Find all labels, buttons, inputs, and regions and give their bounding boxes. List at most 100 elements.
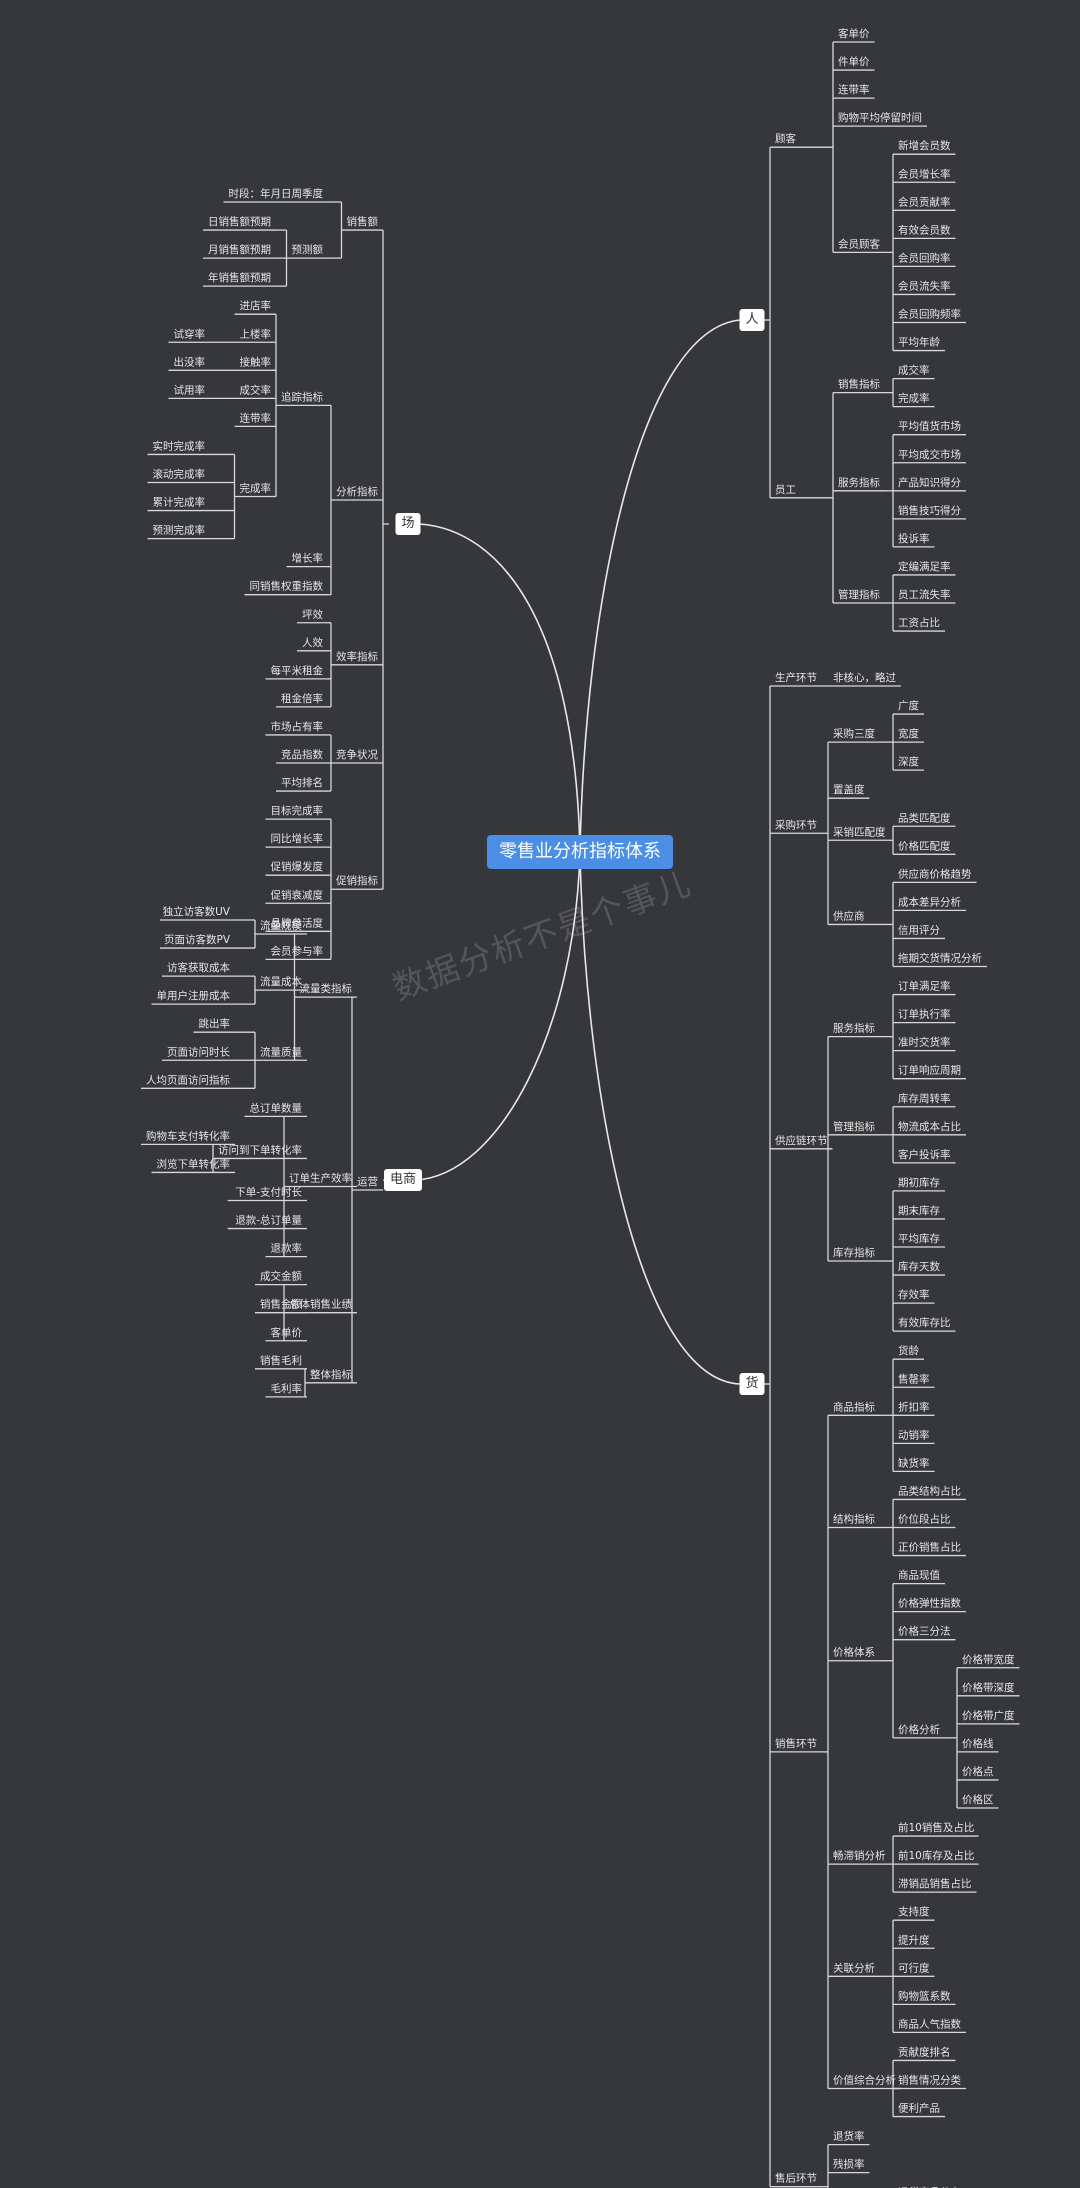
node-label[interactable]: 总订单数量 bbox=[250, 1101, 303, 1114]
node-label[interactable]: 购物平均停留时间 bbox=[838, 111, 922, 124]
node-label[interactable]: 平均排名 bbox=[281, 776, 323, 789]
branch-dianshang[interactable]: 电商 bbox=[383, 1169, 423, 1191]
node-label[interactable]: 客户投诉率 bbox=[898, 1148, 951, 1161]
node-label[interactable]: 销售指标 bbox=[838, 378, 880, 391]
node-label[interactable]: 运营 bbox=[357, 1175, 378, 1188]
node-label[interactable]: 缺货率 bbox=[898, 1456, 930, 1469]
node-label[interactable]: 促销爆发度 bbox=[271, 860, 324, 873]
node-label[interactable]: 退款-总订单量 bbox=[235, 1214, 302, 1227]
node-label[interactable]: 结构指标 bbox=[833, 1513, 875, 1526]
node-label[interactable]: 价格分析 bbox=[898, 1723, 940, 1736]
node-label[interactable]: 试用率 bbox=[174, 383, 206, 396]
node-label[interactable]: 价格带深度 bbox=[962, 1681, 1015, 1694]
node-label[interactable]: 上楼率 bbox=[240, 327, 272, 340]
node-label[interactable]: 销售技巧得分 bbox=[898, 504, 961, 517]
node-label[interactable]: 会员贡献率 bbox=[898, 195, 951, 208]
node-label[interactable]: 月销售额预期 bbox=[208, 243, 271, 256]
node-label[interactable]: 页面访客数PV bbox=[164, 933, 231, 946]
node-label[interactable]: 信用评分 bbox=[898, 924, 940, 936]
node-label[interactable]: 管理指标 bbox=[838, 588, 880, 601]
node-label[interactable]: 管理指标 bbox=[833, 1120, 875, 1133]
node-label[interactable]: 滚动完成率 bbox=[153, 468, 206, 481]
node-label[interactable]: 商品人气指数 bbox=[898, 2017, 961, 2030]
node-label[interactable]: 访问到下单转化率 bbox=[218, 1143, 302, 1156]
branch-ren[interactable]: 人 bbox=[739, 309, 765, 331]
node-label[interactable]: 便利产品 bbox=[898, 2102, 940, 2115]
node-label[interactable]: 竞争状况 bbox=[336, 748, 378, 761]
node-label[interactable]: 宽度 bbox=[898, 727, 919, 740]
node-label[interactable]: 供应商价格趋势 bbox=[898, 867, 972, 880]
node-label[interactable]: 订单响应周期 bbox=[898, 1064, 961, 1077]
node-label[interactable]: 价格弹性指数 bbox=[898, 1597, 961, 1610]
node-label[interactable]: 市场占有率 bbox=[271, 720, 324, 733]
node-label[interactable]: 件单价 bbox=[838, 56, 870, 68]
node-label[interactable]: 前10库存及占比 bbox=[898, 1849, 974, 1862]
node-label[interactable]: 目标完成率 bbox=[271, 804, 324, 817]
node-label[interactable]: 流量成本 bbox=[260, 975, 302, 988]
node-label[interactable]: 投诉率 bbox=[898, 532, 930, 545]
node-label[interactable]: 促销衰减度 bbox=[271, 888, 324, 901]
node-label[interactable]: 价格线 bbox=[962, 1737, 994, 1750]
node-label[interactable]: 跳出率 bbox=[199, 1017, 231, 1030]
node-label[interactable]: 正价销售占比 bbox=[898, 1541, 961, 1554]
node-label[interactable]: 进店率 bbox=[240, 299, 272, 312]
node-label[interactable]: 商品指标 bbox=[833, 1400, 875, 1413]
node-label[interactable]: 年销售额预期 bbox=[208, 271, 271, 284]
node-label[interactable]: 拖期交货情况分析 bbox=[898, 952, 982, 965]
node-label[interactable]: 供应链环节 bbox=[775, 1134, 828, 1147]
node-label[interactable]: 价值综合分析 bbox=[833, 2074, 896, 2087]
node-label[interactable]: 工资占比 bbox=[898, 616, 940, 629]
node-label[interactable]: 同比增长率 bbox=[271, 832, 324, 845]
node-label[interactable]: 存效率 bbox=[898, 1288, 930, 1301]
node-label[interactable]: 提升度 bbox=[898, 1933, 930, 1946]
node-label[interactable]: 时段：年月日周季度 bbox=[229, 187, 324, 200]
node-label[interactable]: 品类匹配度 bbox=[898, 811, 951, 824]
node-label[interactable]: 品牌参活度 bbox=[271, 916, 324, 929]
node-label[interactable]: 价格区 bbox=[962, 1793, 994, 1806]
node-label[interactable]: 会员顾客 bbox=[838, 237, 880, 250]
node-label[interactable]: 每平米租金 bbox=[271, 664, 324, 677]
node-label[interactable]: 页面访问时长 bbox=[167, 1045, 230, 1058]
node-label[interactable]: 服务指标 bbox=[838, 476, 880, 489]
node-label[interactable]: 客单价 bbox=[838, 27, 870, 40]
node-label[interactable]: 平均值货市场 bbox=[898, 420, 961, 433]
node-label[interactable]: 动销率 bbox=[898, 1428, 930, 1441]
node-label[interactable]: 实时完成率 bbox=[153, 439, 206, 452]
node-label[interactable]: 销售情况分类 bbox=[898, 2074, 961, 2087]
node-label[interactable]: 会员增长率 bbox=[898, 167, 951, 180]
node-label[interactable]: 效率指标 bbox=[336, 650, 378, 663]
node-label[interactable]: 单用户注册成本 bbox=[157, 989, 231, 1002]
node-label[interactable]: 销售环节 bbox=[775, 1737, 817, 1750]
node-label[interactable]: 准时交货率 bbox=[898, 1036, 951, 1049]
node-label[interactable]: 成交率 bbox=[898, 364, 930, 377]
node-label[interactable]: 价格三分法 bbox=[898, 1625, 951, 1638]
node-label[interactable]: 分析指标 bbox=[336, 485, 378, 498]
node-label[interactable]: 追踪指标 bbox=[281, 390, 323, 403]
node-label[interactable]: 浏览下单转化率 bbox=[157, 1157, 231, 1170]
node-label[interactable]: 库存周转率 bbox=[898, 1092, 951, 1105]
node-label[interactable]: 生产环节 bbox=[775, 671, 817, 684]
node-label[interactable]: 出没率 bbox=[174, 355, 206, 368]
node-label[interactable]: 连带率 bbox=[838, 83, 870, 96]
node-label[interactable]: 员工 bbox=[775, 484, 796, 496]
node-label[interactable]: 独立访客数UV bbox=[163, 905, 231, 918]
node-label[interactable]: 购物篮系数 bbox=[898, 1989, 951, 2002]
node-label[interactable]: 累计完成率 bbox=[153, 496, 206, 509]
node-label[interactable]: 销售金额 bbox=[260, 1298, 302, 1311]
node-label[interactable]: 完成率 bbox=[898, 392, 930, 405]
node-label[interactable]: 定编满足率 bbox=[898, 560, 951, 573]
mindmap-title[interactable]: 零售业分析指标体系 bbox=[487, 835, 673, 869]
node-label[interactable]: 客单价 bbox=[271, 1326, 303, 1339]
node-label[interactable]: 货龄 bbox=[898, 1344, 919, 1357]
node-label[interactable]: 成交率 bbox=[240, 383, 272, 396]
node-label[interactable]: 前10销售及占比 bbox=[898, 1821, 974, 1834]
node-label[interactable]: 价格匹配度 bbox=[898, 839, 951, 852]
node-label[interactable]: 预测额 bbox=[292, 243, 324, 256]
node-label[interactable]: 坪效 bbox=[302, 608, 323, 621]
node-label[interactable]: 残损率 bbox=[833, 2158, 865, 2171]
node-label[interactable]: 促销指标 bbox=[336, 874, 378, 887]
node-label[interactable]: 价格点 bbox=[962, 1765, 994, 1778]
node-label[interactable]: 销售毛利 bbox=[260, 1354, 302, 1367]
node-label[interactable]: 毛利率 bbox=[271, 1382, 303, 1395]
node-label[interactable]: 会员回购频率 bbox=[898, 308, 961, 321]
